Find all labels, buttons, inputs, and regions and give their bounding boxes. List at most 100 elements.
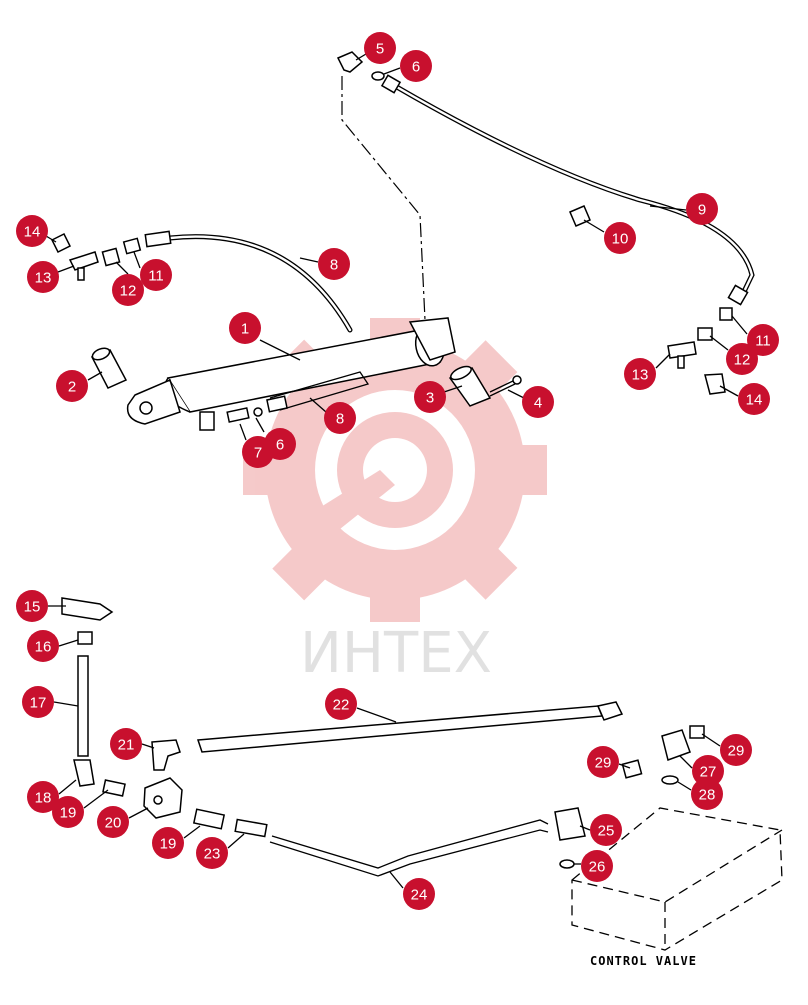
callout-5: 5 — [364, 32, 396, 64]
callout-badge — [324, 402, 356, 434]
control-valve-label: CONTROL VALVE — [590, 954, 697, 968]
callout-badge — [692, 755, 724, 787]
callout-number: 14 — [746, 392, 763, 409]
callout-21: 21 — [110, 728, 142, 760]
callout-number: 11 — [148, 268, 164, 285]
watermark-text: ИНТЕХ — [300, 621, 492, 686]
callout-11: 11 — [747, 324, 779, 356]
callout-number: 6 — [412, 59, 420, 76]
callout-badge — [97, 806, 129, 838]
callout-4: 4 — [522, 386, 554, 418]
callout-number: 27 — [700, 764, 717, 781]
callout-number: 7 — [254, 445, 262, 462]
callout-25: 25 — [590, 814, 622, 846]
callout-badge — [726, 343, 758, 375]
callout-19: 19 — [152, 827, 184, 859]
callout-number: 22 — [333, 697, 350, 714]
callout-badge — [581, 850, 613, 882]
callout-number: 18 — [35, 790, 52, 807]
callout-number: 21 — [118, 737, 135, 754]
callout-number: 5 — [376, 41, 384, 58]
callout-badge — [364, 32, 396, 64]
callout-9: 9 — [686, 193, 718, 225]
callout-1: 1 — [229, 312, 261, 344]
callout-number: 13 — [35, 270, 52, 287]
callout-12: 12 — [112, 274, 144, 306]
callout-badge — [325, 688, 357, 720]
callout-badge — [400, 50, 432, 82]
callout-badge — [27, 781, 59, 813]
callout-26: 26 — [581, 850, 613, 882]
callout-badge — [403, 878, 435, 910]
callout-28: 28 — [691, 778, 723, 810]
callout-number: 2 — [68, 379, 76, 396]
callout-number: 10 — [612, 231, 629, 248]
callout-badge — [747, 324, 779, 356]
callout-29: 29 — [587, 746, 619, 778]
callout-number: 12 — [734, 352, 751, 369]
callout-11: 11 — [140, 259, 172, 291]
callout-16: 16 — [27, 630, 59, 662]
callout-number: 24 — [411, 887, 428, 904]
callout-badge — [691, 778, 723, 810]
callout-badge — [22, 686, 54, 718]
callout-number: 25 — [598, 823, 615, 840]
callout-badge — [242, 436, 274, 468]
callout-number: 29 — [595, 755, 612, 772]
callout-number: 23 — [204, 846, 221, 863]
callout-badge — [16, 215, 48, 247]
callout-badge — [738, 383, 770, 415]
callout-number: 29 — [728, 743, 745, 760]
callout-badge — [52, 796, 84, 828]
callout-badge — [414, 381, 446, 413]
callout-19: 19 — [52, 796, 84, 828]
callout-number: 15 — [24, 599, 41, 616]
callout-badge — [152, 827, 184, 859]
callout-13: 13 — [27, 261, 59, 293]
upper-assembly — [50, 51, 755, 431]
callout-badge — [624, 358, 656, 390]
callout-badge — [27, 261, 59, 293]
callout-badge — [56, 370, 88, 402]
lower-assembly: CONTROL VALVE — [61, 597, 783, 968]
callout-12: 12 — [726, 343, 758, 375]
callout-number: 19 — [60, 805, 77, 822]
callout-number: 13 — [632, 367, 649, 384]
callout-number: 16 — [35, 639, 52, 656]
callout-number: 28 — [699, 787, 716, 804]
callout-badge — [590, 814, 622, 846]
callout-badge — [112, 274, 144, 306]
callout-badge — [604, 222, 636, 254]
callout-badge — [318, 248, 350, 280]
callout-6: 6 — [400, 50, 432, 82]
callout-number: 26 — [589, 859, 606, 876]
callout-17: 17 — [22, 686, 54, 718]
callout-8: 8 — [324, 402, 356, 434]
callout-badge — [686, 193, 718, 225]
callout-number: 9 — [698, 202, 706, 219]
callout-number: 6 — [276, 437, 284, 454]
callout-3: 3 — [414, 381, 446, 413]
callout-18: 18 — [27, 781, 59, 813]
callout-badge — [522, 386, 554, 418]
callout-badge — [196, 837, 228, 869]
callout-number: 8 — [336, 411, 344, 428]
callout-badge — [229, 312, 261, 344]
callout-number: 12 — [120, 283, 137, 300]
callout-number: 3 — [426, 390, 434, 407]
callout-22: 22 — [325, 688, 357, 720]
callout-number: 17 — [30, 695, 47, 712]
callout-number: 14 — [24, 224, 41, 241]
callout-number: 8 — [330, 257, 338, 274]
callout-number: 1 — [241, 321, 249, 338]
callout-8: 8 — [318, 248, 350, 280]
callout-number: 4 — [534, 395, 542, 412]
leader-lines — [45, 53, 748, 889]
callout-number: 19 — [160, 836, 177, 853]
callout-number: 20 — [105, 815, 122, 832]
callout-20: 20 — [97, 806, 129, 838]
callout-15: 15 — [16, 590, 48, 622]
callout-number: 11 — [755, 333, 771, 350]
